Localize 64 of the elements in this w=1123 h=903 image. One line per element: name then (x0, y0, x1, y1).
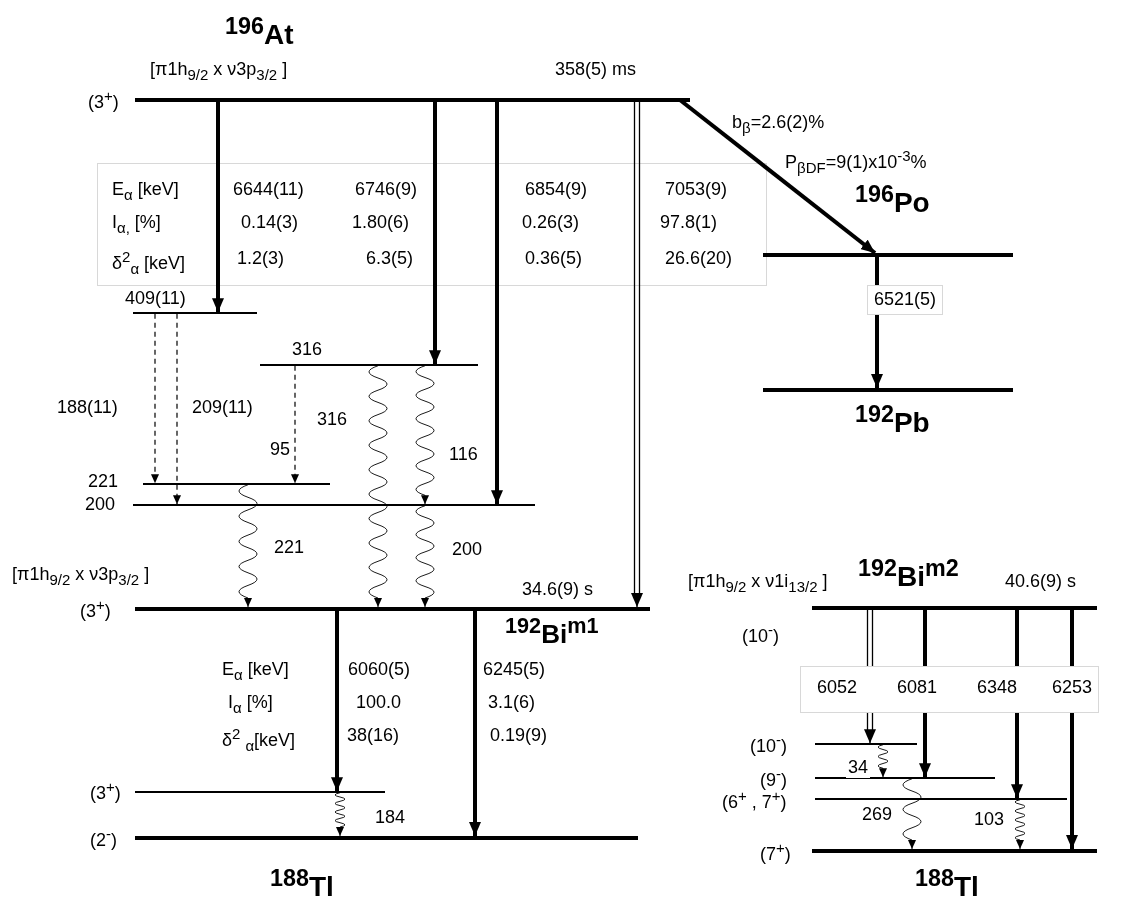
double-line-arrow (631, 101, 643, 608)
branching-ratio-label: P$_{βDF}$=9(1)x10$^{-3}$% (785, 148, 927, 177)
spin-label: (3$^{+}$) (90, 779, 121, 804)
nucleus-label: $^{196}$At (225, 14, 294, 52)
table-value: 6245(5) (483, 660, 546, 680)
table-header: δ$^{2}$$_{α}$ [keV] (112, 249, 186, 278)
edge-label: 188(11) (55, 398, 120, 418)
table-header: δ$^{2}$ $_{α}$[keV] (222, 726, 296, 755)
half-life-label: 40.6(9) s (1005, 572, 1077, 592)
spin-label: (7$^{+}$) (760, 840, 791, 865)
dashed-arrow (173, 313, 181, 505)
dashed-arrow (151, 313, 159, 484)
level-energy-label: 316 (292, 340, 323, 360)
configuration-label: [π1h$_{9/2}$ x ν3p$_{3/2}$ ] (12, 565, 150, 589)
nucleus-label: $^{192}$Pb (855, 402, 930, 440)
table-value: 6644(11) (233, 180, 304, 200)
thick-arrow (491, 102, 503, 505)
edge-label: 209(11) (190, 398, 255, 418)
table-value: 7053(9) (665, 180, 728, 200)
table-value: 38(16) (347, 726, 400, 746)
table-value: 0.14(3) (241, 213, 299, 233)
edge-label: b$_{β}$=2.6(2)% (730, 113, 827, 137)
half-life-label: 34.6(9) s (522, 580, 594, 600)
nucleus-label: $^{188}$Tl (915, 866, 979, 903)
spin-label: (9$^{-}$) (760, 766, 787, 791)
table-value: 6060(5) (348, 660, 411, 680)
dashed-arrow (291, 365, 299, 484)
nucleus-label: $^{192}$Bi$^{m2}$ (858, 556, 959, 594)
level-energy-label: 409(11) (125, 289, 186, 309)
nucleus-label: $^{188}$Tl (270, 866, 334, 903)
edge-label: 6521(5) (867, 285, 944, 315)
nucleus-label: $^{196}$Po (855, 182, 930, 220)
thick-arrow (429, 102, 441, 365)
nucleus-label: $^{192}$Bi$^{m1}$ (505, 614, 599, 649)
table-header: E$_{α}$ [keV] (112, 180, 179, 204)
thick-arrow (469, 611, 481, 836)
spin-label: (3$^{+}$) (80, 597, 111, 622)
configuration-label: [π1h$_{9/2}$ x ν3p$_{3/2}$ ] (150, 60, 288, 84)
table-value: 100.0 (356, 693, 402, 713)
spin-label: (2$^{-}$) (90, 826, 117, 851)
level-energy-label: 200 (85, 495, 116, 515)
thick-arrow (212, 102, 224, 313)
level-energy-label: 221 (88, 472, 119, 492)
table-value: 1.80(6) (352, 213, 410, 233)
table-value: 6854(9) (525, 180, 588, 200)
table-header: E$_{α}$ [keV] (222, 660, 289, 684)
table-value: 97.8(1) (660, 213, 718, 233)
spin-label: (10$^{-}$) (742, 622, 779, 647)
table-header: I$_{α,}$ [%] (112, 213, 161, 237)
table-value: 26.6(20) (665, 249, 733, 269)
table-value: 0.26(3) (522, 213, 580, 233)
table-header: I$_{α}$ [%] (228, 693, 273, 717)
spin-label: (3$^{+}$) (88, 88, 119, 113)
table-value: 6.3(5) (366, 249, 414, 269)
half-life-label: 358(5) ms (555, 60, 637, 80)
thick-arrow (331, 611, 343, 792)
edge-label: 34 (846, 758, 871, 778)
table-value: 0.19(9) (490, 726, 548, 746)
table-value: 6746(9) (355, 180, 418, 200)
spin-label: (10$^{-}$) (750, 732, 787, 757)
configuration-label: [π1h$_{9/2}$ x ν1i$_{13/2}$ ] (688, 572, 828, 596)
table-value: 1.2(3) (237, 249, 285, 269)
table-value: 0.36(5) (525, 249, 583, 269)
table-value: 3.1(6) (488, 693, 536, 713)
